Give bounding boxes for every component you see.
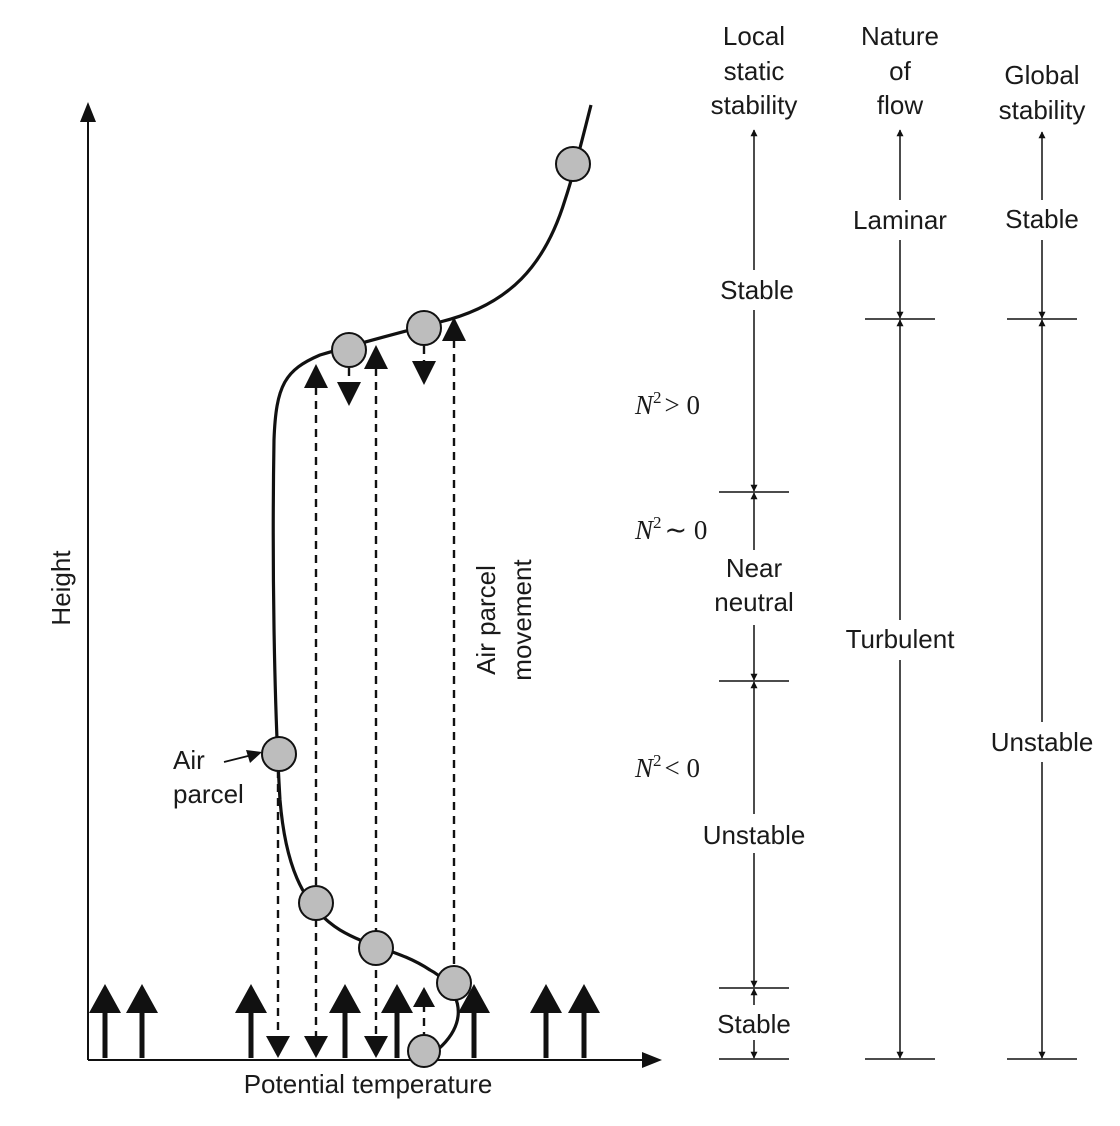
- laminar-label: Laminar: [853, 205, 947, 235]
- surface-arrow: [126, 984, 158, 1058]
- local-near-neutral-line1: Near: [726, 553, 783, 583]
- nature-header-line2: of: [889, 56, 911, 86]
- global-stability-column: Global stability Stable Unstable: [991, 60, 1094, 1060]
- temperature-axis-arrowhead: [642, 1052, 662, 1068]
- surface-arrow: [568, 984, 600, 1058]
- local-near-neutral-line2: neutral: [714, 587, 794, 617]
- air-parcel-label-line2: parcel: [173, 779, 244, 809]
- local-header-line3: stability: [711, 90, 798, 120]
- down-arrowhead: [364, 1036, 388, 1058]
- global-header-line2: stability: [999, 95, 1086, 125]
- up-arrowhead: [364, 345, 388, 369]
- potential-temperature-profile: [271, 104, 593, 1062]
- surface-arrow: [458, 984, 490, 1058]
- surface-heating-arrows: [89, 984, 600, 1058]
- down-arrowhead: [304, 1036, 328, 1058]
- air-parcel-pointer-head: [246, 750, 262, 763]
- movement-label-line1: Air parcel: [471, 565, 501, 675]
- local-stable-top-label: Stable: [720, 275, 794, 305]
- air-parcel: [261, 736, 297, 772]
- condition-neutral: N2∼ 0: [634, 513, 707, 545]
- local-header-line2: static: [724, 56, 785, 86]
- up-arrowhead: [304, 364, 328, 388]
- turbulent-label: Turbulent: [846, 624, 956, 654]
- up-arrowhead: [442, 317, 466, 341]
- surface-arrow: [235, 984, 267, 1058]
- down-arrowhead: [266, 1036, 290, 1058]
- global-stable-label: Stable: [1005, 204, 1079, 234]
- air-parcel-label-line1: Air: [173, 745, 205, 775]
- local-stable-bottom-label: Stable: [717, 1009, 791, 1039]
- condition-negative: N2< 0: [634, 751, 700, 783]
- nature-header-line1: Nature: [861, 21, 939, 51]
- air-parcel: [358, 930, 394, 966]
- plot-axes: Height Potential temperature: [46, 102, 662, 1099]
- air-parcel: [555, 146, 591, 182]
- global-unstable-label: Unstable: [991, 727, 1094, 757]
- air-parcel: [331, 332, 367, 368]
- down-arrowhead: [412, 361, 436, 385]
- down-arrowhead: [337, 382, 361, 406]
- nature-header-line3: flow: [877, 90, 923, 120]
- air-parcel: [436, 965, 472, 1001]
- movement-label-line2: movement: [507, 559, 537, 681]
- air-parcels: [261, 146, 591, 1068]
- local-unstable-label: Unstable: [703, 820, 806, 850]
- surface-arrow: [329, 984, 361, 1058]
- condition-positive: N2> 0: [634, 388, 700, 420]
- local-stability-column: Local static stability Stable Near neutr…: [634, 21, 806, 1060]
- air-parcel: [407, 1034, 441, 1068]
- air-parcel: [406, 310, 442, 346]
- parcel-movement-lines: [266, 317, 466, 1058]
- global-header-line1: Global: [1004, 60, 1079, 90]
- air-parcel-pointer: [223, 754, 253, 763]
- up-arrowhead: [413, 987, 435, 1007]
- surface-arrow: [89, 984, 121, 1058]
- x-axis-label: Potential temperature: [244, 1069, 493, 1099]
- local-header-line1: Local: [723, 21, 785, 51]
- surface-arrow: [381, 984, 413, 1058]
- surface-arrow: [530, 984, 562, 1058]
- height-axis-arrowhead: [80, 102, 96, 122]
- plot-annotations: Air parcel Air parcel movement: [173, 559, 537, 809]
- nature-of-flow-column: Nature of flow Laminar Turbulent: [846, 21, 956, 1060]
- air-parcel: [298, 885, 334, 921]
- y-axis-label: Height: [46, 550, 76, 626]
